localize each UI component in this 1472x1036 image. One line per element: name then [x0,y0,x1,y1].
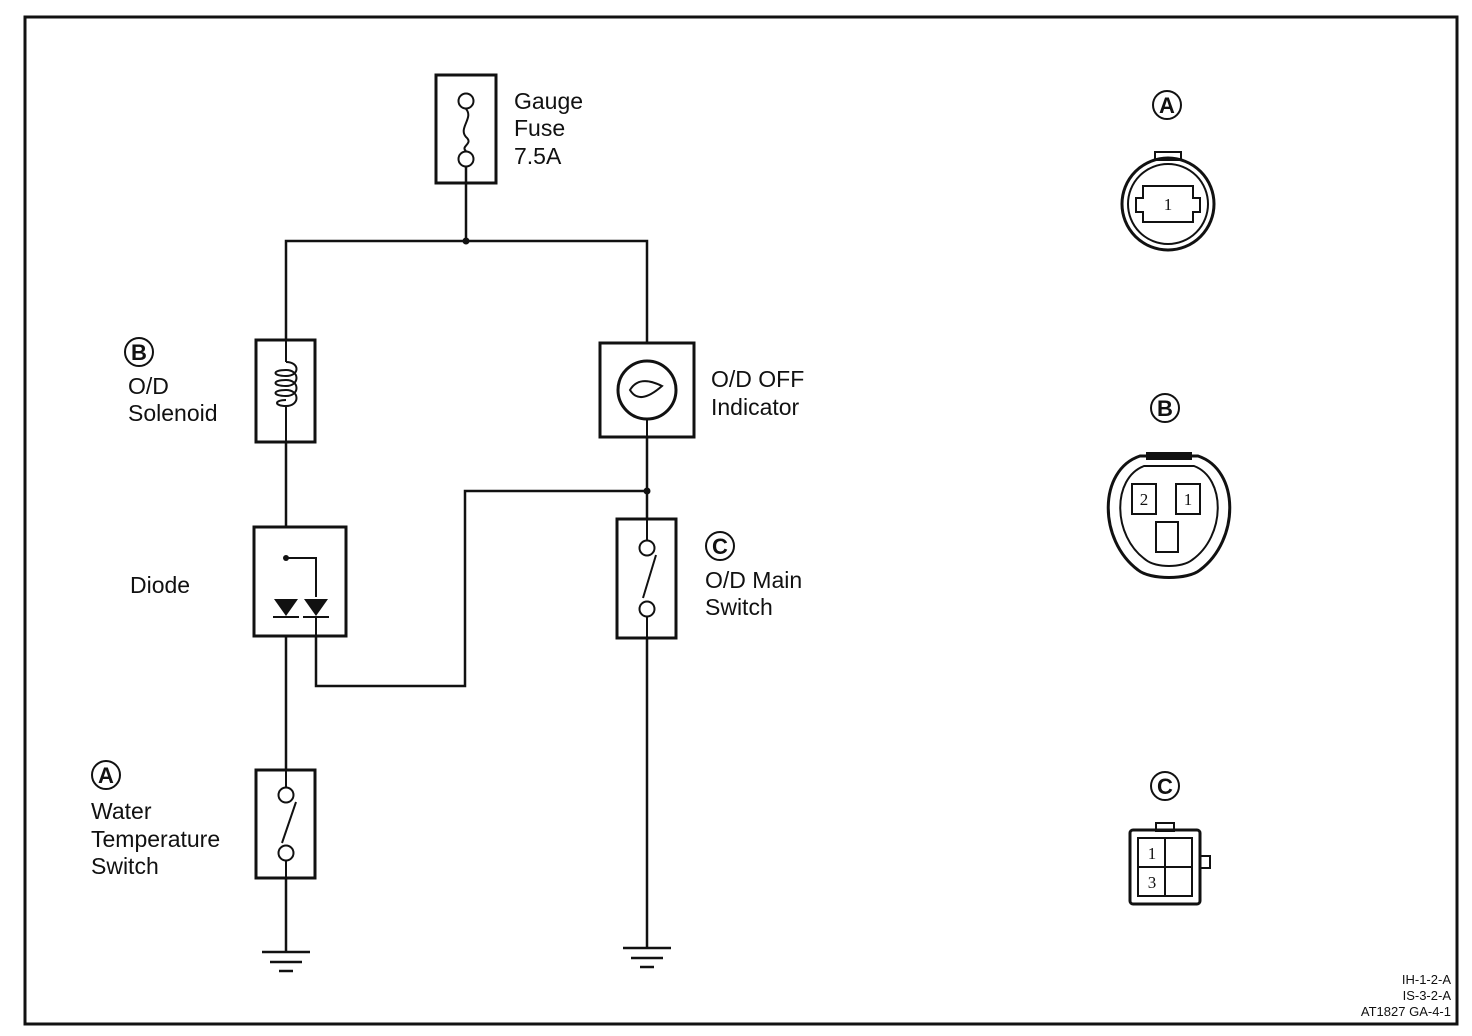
connector-c-pin-3: 3 [1148,873,1157,892]
od-main-switch [615,517,678,640]
solenoid-label-line1: O/D [128,373,169,399]
diode-label: Diode [130,572,190,598]
svg-text:C: C [1157,774,1173,799]
water-switch-label-line2: Temperature [91,826,220,852]
connector-c [1128,822,1211,906]
svg-text:B: B [1157,396,1173,421]
wires [284,183,651,952]
indicator-label-line2: Indicator [711,394,800,420]
water-switch-badge: A [91,760,121,790]
connector-a-pin-1: 1 [1164,195,1173,214]
connector-a-badge: A [1152,90,1182,120]
main-switch-label-line2: Switch [705,594,773,620]
svg-text:C: C [712,534,728,559]
main-switch-label-line1: O/D Main [705,567,802,593]
connector-c-pin-1: 1 [1148,844,1157,863]
connector-b-badge: B [1150,393,1180,423]
od-off-indicator-lamp [598,341,696,439]
water-switch-label-line1: Water [91,798,152,824]
connector-a [1120,151,1216,252]
fuse-label-line2: Fuse [514,115,565,141]
fuse-rating: 7.5A [514,143,562,169]
fuse-label-line1: Gauge [514,88,583,114]
ground-symbol-left [262,950,310,973]
solenoid-badge: B [124,337,154,367]
diagram-frame [23,15,1459,1026]
water-temperature-switch [254,768,317,880]
reference-code-line3: AT1827 GA-4-1 [1361,1004,1451,1019]
connector-b-pin-2: 2 [1140,490,1149,509]
diode-pack [252,525,348,638]
ground-symbol-right [623,946,671,969]
solenoid-label-line2: Solenoid [128,400,218,426]
svg-text:A: A [1159,93,1175,118]
connector-b [1106,452,1232,579]
reference-code-line2: IS-3-2-A [1403,988,1452,1003]
svg-text:B: B [131,340,147,365]
gauge-fuse [434,73,498,185]
water-switch-label-line3: Switch [91,853,159,879]
indicator-label-line1: O/D OFF [711,366,804,392]
main-switch-badge: C [705,531,735,561]
od-solenoid [254,338,317,444]
connector-c-badge: C [1150,771,1180,801]
svg-text:A: A [98,763,114,788]
reference-code-line1: IH-1-2-A [1402,972,1451,987]
connector-b-pin-1: 1 [1184,490,1193,509]
